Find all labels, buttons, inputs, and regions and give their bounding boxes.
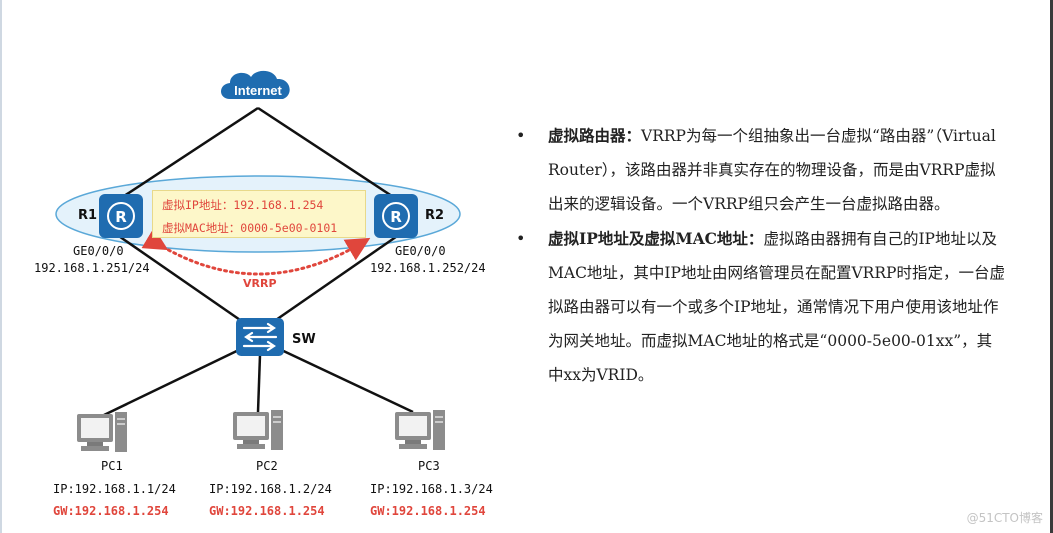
pc3-gw: GW:192.168.1.254 bbox=[370, 504, 486, 518]
link-sw-pc1 bbox=[103, 345, 246, 417]
bullet-text: VRRP为每一个组抽象出一台虚拟“路由器”（Virtual Router），该路… bbox=[548, 127, 996, 213]
virtual-mac-text: 虚拟MAC地址：0000-5e00-0101 bbox=[162, 221, 338, 235]
bullet-dot-icon: • bbox=[516, 126, 526, 145]
router-r1-icon: R bbox=[99, 194, 143, 238]
pc3-icon bbox=[395, 410, 445, 450]
pc1-gw: GW:192.168.1.254 bbox=[53, 504, 169, 518]
link-sw-pc2 bbox=[256, 354, 262, 413]
virtual-ip-text: 虚拟IP地址：192.168.1.254 bbox=[162, 198, 324, 212]
pc1-icon bbox=[77, 412, 127, 452]
bullet-virtual-router: • 虚拟路由器：VRRP为每一个组抽象出一台虚拟“路由器”（Virtual Ro… bbox=[516, 119, 1006, 221]
vrrp-label: VRRP bbox=[243, 277, 277, 290]
bullet-dot-icon: • bbox=[516, 229, 526, 248]
pc2-gw: GW:192.168.1.254 bbox=[209, 504, 325, 518]
pc1-ip: IP:192.168.1.1/24 bbox=[53, 482, 176, 496]
pc2-ip: IP:192.168.1.2/24 bbox=[209, 482, 332, 496]
router-r2-icon: R bbox=[374, 194, 418, 238]
r2-port: GE0/0/0 bbox=[395, 244, 446, 258]
link-sw-pc3 bbox=[274, 345, 414, 414]
svg-text:R: R bbox=[390, 208, 402, 226]
bullet-term: 虚拟IP地址及虚拟MAC地址： bbox=[548, 229, 764, 248]
virtual-address-box: 虚拟IP地址：192.168.1.254 虚拟MAC地址：0000-5e00-0… bbox=[152, 190, 366, 238]
pc2-icon bbox=[233, 410, 283, 450]
link-internet-r1 bbox=[117, 106, 259, 202]
r1-name: R1 bbox=[78, 208, 98, 223]
cloud-label: Internet bbox=[234, 83, 282, 98]
switch-name: SW bbox=[292, 332, 316, 347]
pc1-name: PC1 bbox=[101, 459, 123, 473]
pc2-name: PC2 bbox=[256, 459, 278, 473]
r1-ip: 192.168.1.251/24 bbox=[34, 261, 150, 275]
svg-text:R: R bbox=[115, 208, 127, 226]
bullet-term: 虚拟路由器： bbox=[548, 126, 642, 145]
right-edge-bar bbox=[1050, 0, 1053, 533]
internet-cloud-icon: Internet bbox=[221, 70, 290, 99]
r2-ip: 192.168.1.252/24 bbox=[370, 261, 486, 275]
pc3-name: PC3 bbox=[418, 459, 440, 473]
pc3-ip: IP:192.168.1.3/24 bbox=[370, 482, 493, 496]
bullet-virtual-address: • 虚拟IP地址及虚拟MAC地址：虚拟路由器拥有自己的IP地址以及MAC地址，其… bbox=[516, 222, 1006, 392]
r1-port: GE0/0/0 bbox=[73, 244, 124, 258]
watermark: @51CTO博客 bbox=[966, 511, 1043, 525]
link-r1-sw bbox=[112, 230, 244, 324]
link-internet-r2 bbox=[257, 106, 399, 202]
switch-icon bbox=[236, 318, 284, 356]
r2-name: R2 bbox=[425, 208, 445, 223]
vrrp-heartbeat-arc bbox=[141, 227, 371, 276]
bullet-text: 虚拟路由器拥有自己的IP地址以及MAC地址，其中IP地址由网络管理员在配置VRR… bbox=[548, 230, 1005, 384]
links bbox=[103, 106, 414, 417]
explanation-list: • 虚拟路由器：VRRP为每一个组抽象出一台虚拟“路由器”（Virtual Ro… bbox=[516, 119, 1006, 393]
left-edge-bar bbox=[0, 0, 2, 533]
link-r2-sw bbox=[272, 230, 404, 324]
